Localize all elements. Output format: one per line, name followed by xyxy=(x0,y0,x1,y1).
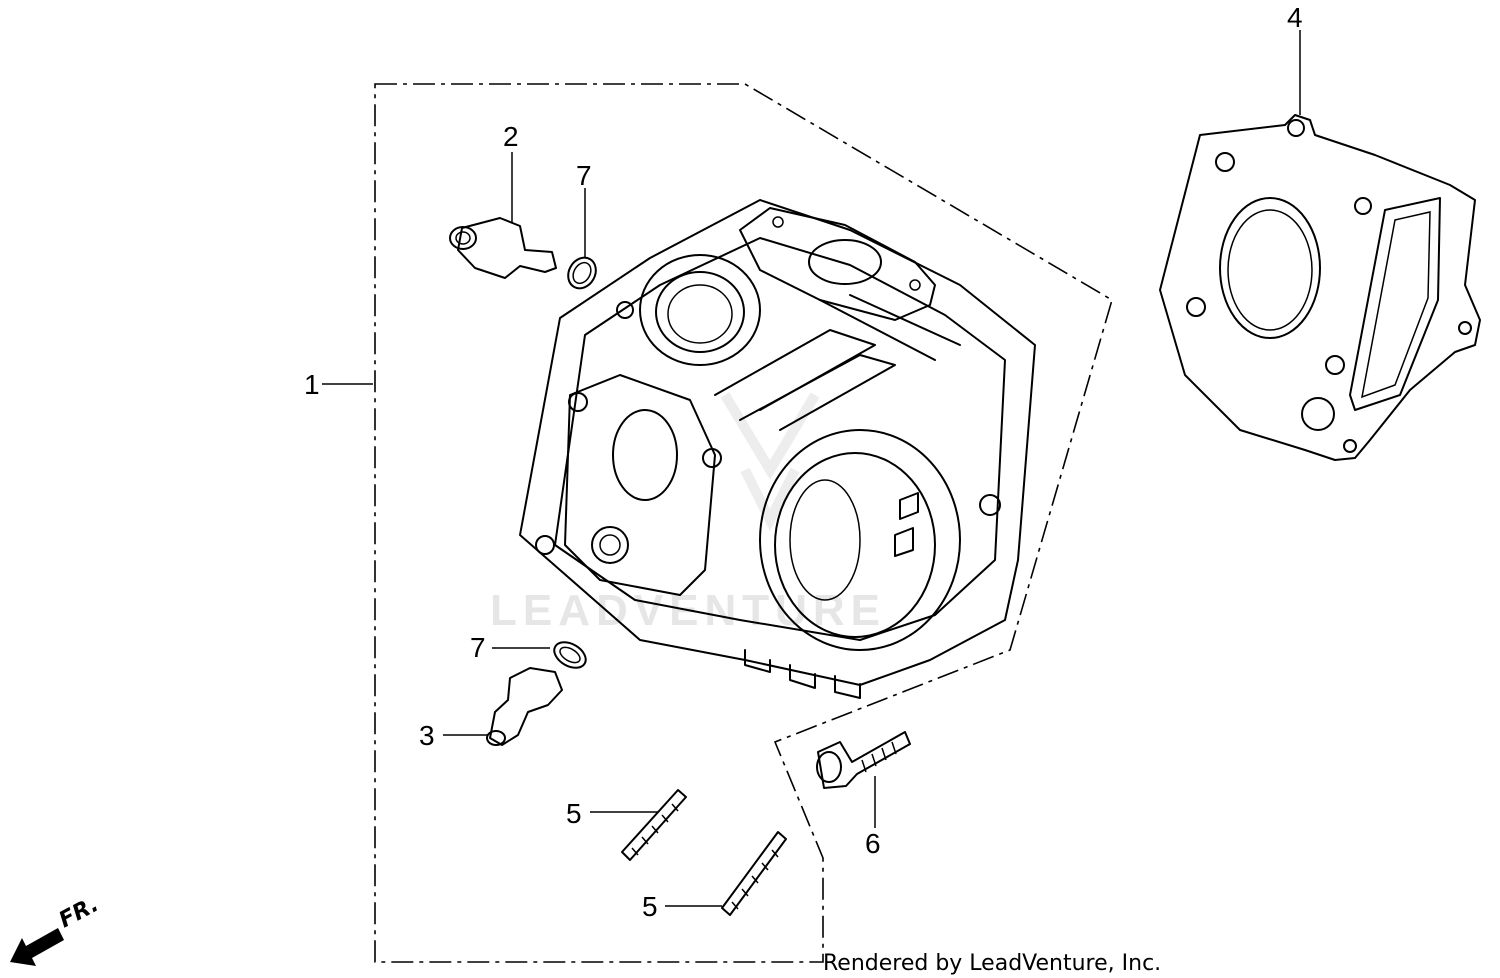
fitting-2 xyxy=(449,217,557,279)
callout-5-upper: 5 xyxy=(566,798,582,829)
cylinder-head xyxy=(519,199,1036,699)
front-arrow-icon xyxy=(10,928,64,966)
bolt-6 xyxy=(816,731,911,789)
watermark: LEADVENTURE xyxy=(490,392,880,635)
stud-5-upper xyxy=(621,789,687,861)
stud-5-lower xyxy=(721,831,787,916)
assembly-boundary xyxy=(374,83,1113,963)
fitting-3 xyxy=(486,667,563,746)
head-gasket xyxy=(1159,114,1481,461)
front-direction-indicator: FR. xyxy=(10,892,103,966)
callout-4: 4 xyxy=(1287,2,1303,33)
callout-1: 1 xyxy=(304,369,320,400)
credit-text: Rendered by LeadVenture, Inc. xyxy=(823,951,1161,976)
callout-5-lower: 5 xyxy=(642,891,658,922)
callout-6: 6 xyxy=(865,828,881,859)
callout-2: 2 xyxy=(503,121,519,152)
callout-3: 3 xyxy=(419,720,435,751)
front-label: FR. xyxy=(55,892,103,933)
callout-7-upper: 7 xyxy=(576,160,592,191)
leader-lines xyxy=(322,30,1301,907)
callout-7-lower: 7 xyxy=(470,632,486,663)
o-ring-upper xyxy=(567,256,597,290)
o-ring-lower xyxy=(553,641,587,669)
